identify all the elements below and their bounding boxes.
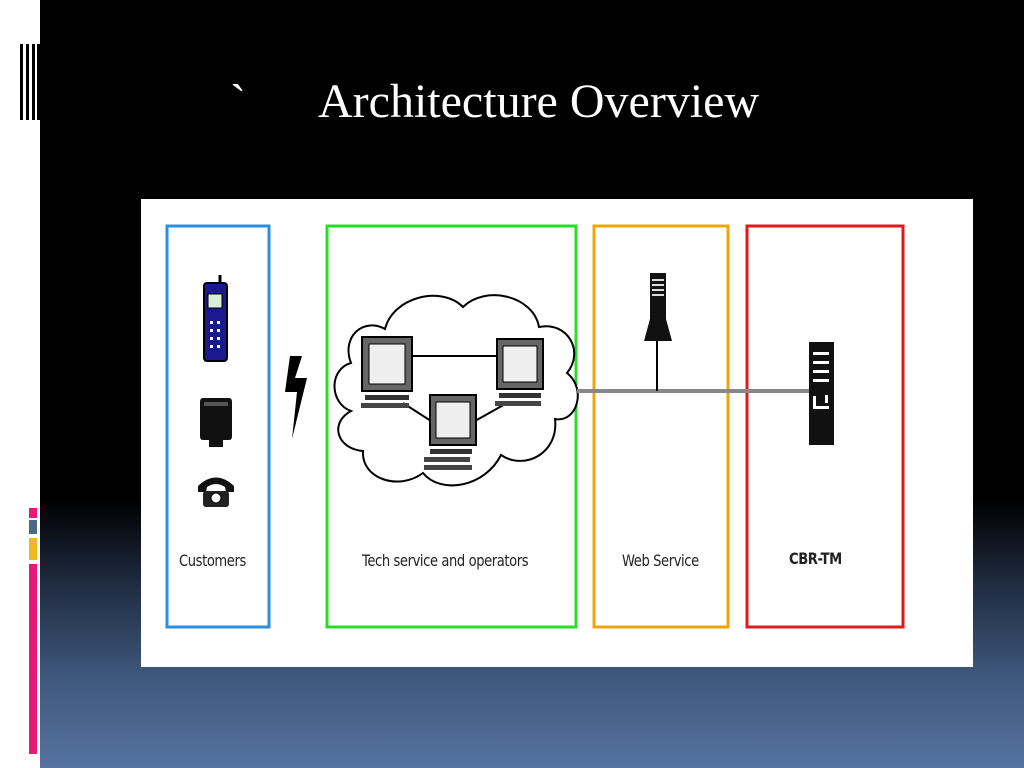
accent-bar-slate <box>29 520 37 534</box>
decorative-bars <box>20 44 40 120</box>
telephone-icon <box>198 477 234 507</box>
pager-icon <box>200 398 232 447</box>
accent-bar-pink-top <box>29 508 37 518</box>
title-text: Architecture Overview <box>318 75 760 128</box>
accent-bar-pink <box>29 564 37 754</box>
tech-service-box <box>325 224 578 629</box>
slide-title: ` Architecture Overview <box>0 68 1024 132</box>
web-server-icon <box>644 273 672 341</box>
computer-icon <box>361 336 413 408</box>
customers-box <box>165 224 271 629</box>
cbr-tm-label: CBR-TM <box>789 549 842 568</box>
customers-label: Customers <box>179 551 246 570</box>
lightning-bolt-icon <box>285 356 307 439</box>
computer-icon <box>424 394 477 470</box>
computer-icon <box>495 338 544 406</box>
web-service-box <box>592 224 730 629</box>
cbr-tm-server-icon <box>809 342 834 445</box>
web-service-label: Web Service <box>622 551 699 570</box>
cbr-tm-box <box>745 224 905 629</box>
architecture-diagram: Customers Tech service and operators Web… <box>141 199 973 667</box>
accent-bar-yellow <box>29 538 37 560</box>
diagram-canvas <box>165 224 905 629</box>
tech-service-label: Tech service and operators <box>362 551 529 570</box>
title-backtick: ` <box>230 75 246 128</box>
mobile-phone-icon <box>203 275 228 362</box>
